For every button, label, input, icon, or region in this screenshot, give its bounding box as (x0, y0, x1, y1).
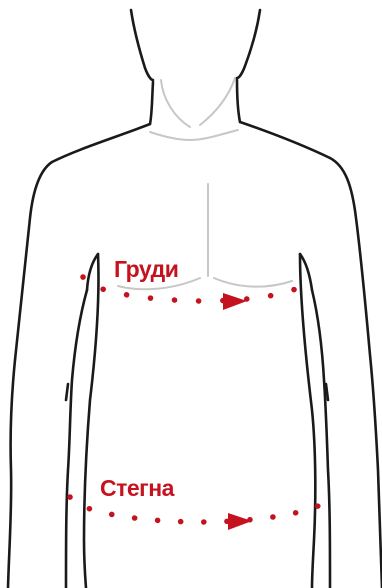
left-neck-fold (161, 80, 190, 127)
chest-measurement: Груди (83, 256, 314, 310)
right-torso-side (300, 254, 315, 588)
left-neck-line (150, 82, 153, 124)
collar-line (150, 130, 238, 140)
chest-label: Груди (114, 256, 178, 282)
hips-arrow-icon (228, 513, 252, 530)
right-neck-fold (200, 78, 235, 125)
left-armpit-curve (87, 254, 98, 290)
hips-measurement: Стегна (70, 475, 330, 530)
head-right-line (237, 10, 260, 78)
right-neck-line (237, 80, 240, 122)
hips-label: Стегна (100, 475, 175, 501)
left-torso-side (84, 254, 99, 588)
chest-arrow-icon (223, 293, 247, 310)
left-shoulder-arm-outer (8, 124, 150, 588)
head-left-line (131, 10, 153, 80)
right-pectoral-line (214, 278, 292, 287)
right-shoulder-arm-outer (240, 122, 382, 588)
body-outline (8, 10, 382, 588)
left-arm-mark (66, 384, 68, 400)
